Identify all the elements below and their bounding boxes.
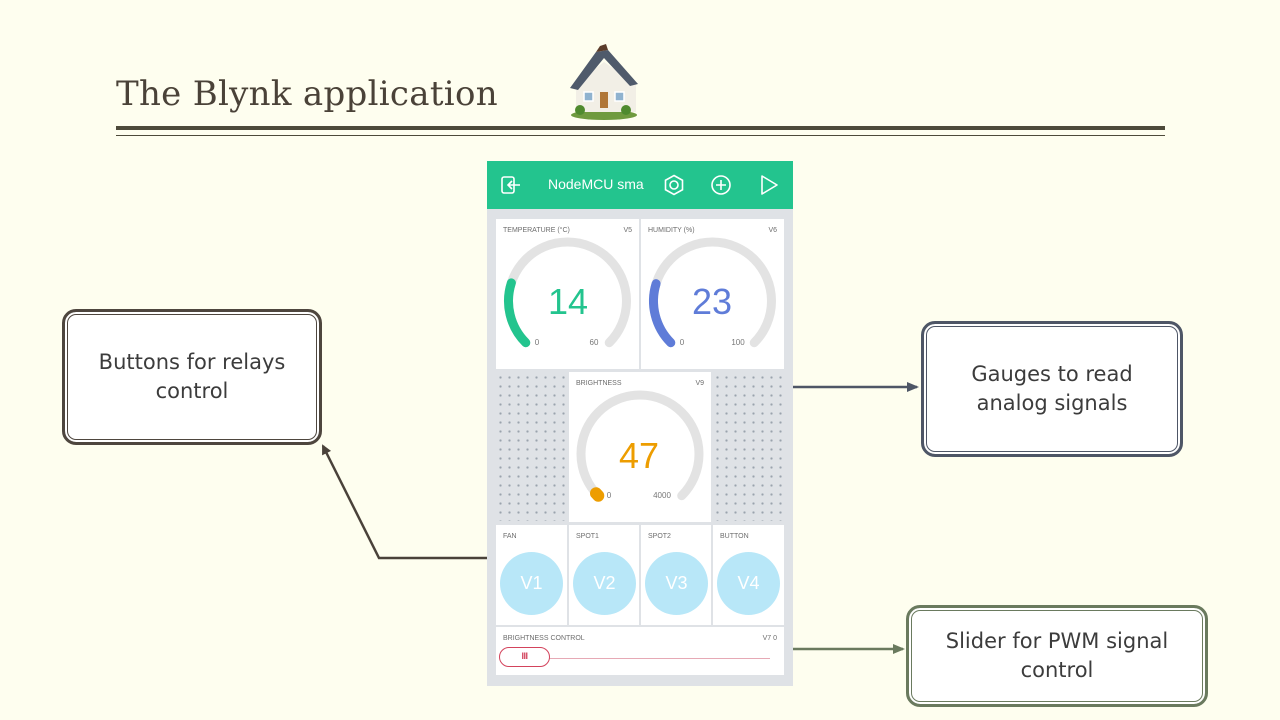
gauge-label: BRIGHTNESS bbox=[576, 380, 622, 387]
empty-grid-area bbox=[496, 373, 567, 521]
gauge-pin: V6 bbox=[768, 227, 777, 234]
add-widget-icon[interactable] bbox=[710, 174, 732, 196]
button-circle[interactable]: V4 bbox=[717, 552, 780, 615]
slider-value: 0 bbox=[773, 635, 777, 642]
title-rule bbox=[116, 126, 1165, 130]
gauge-pin: V5 bbox=[623, 227, 632, 234]
slider-handle[interactable]: III bbox=[499, 647, 550, 667]
spot1-button[interactable]: SPOT1 V2 bbox=[569, 525, 639, 625]
gauge-label: TEMPERATURE (°C) bbox=[503, 227, 570, 234]
button-circle[interactable]: V2 bbox=[573, 552, 636, 615]
empty-grid-area bbox=[713, 373, 784, 521]
gauge-max: 100 bbox=[731, 338, 745, 347]
brightness-gauge[interactable]: BRIGHTNESS V9 47 0 4000 bbox=[569, 372, 711, 522]
button-circle[interactable]: V3 bbox=[645, 552, 708, 615]
gauge-dial: 23 0 100 bbox=[649, 237, 776, 348]
buttons-callout: Buttons for relays control bbox=[62, 309, 322, 445]
gauge-max: 60 bbox=[590, 338, 599, 347]
button-circle[interactable]: V1 bbox=[500, 552, 563, 615]
gauge-min: 0 bbox=[680, 338, 685, 347]
callout-text: Buttons for relays control bbox=[98, 350, 286, 403]
blynk-phone-screen: NodeMCU smart home TEMPERATURE (°C) V5 1… bbox=[487, 161, 793, 686]
buttons-arrow bbox=[321, 444, 487, 560]
gauge-pin: V9 bbox=[695, 380, 704, 387]
fan-button[interactable]: FAN V1 bbox=[496, 525, 567, 625]
callout-text: Slider for PWM signal control bbox=[945, 629, 1169, 682]
app-bar: NodeMCU smart home bbox=[487, 161, 793, 209]
gauge-max: 4000 bbox=[653, 491, 671, 500]
gauge-value: 14 bbox=[548, 281, 588, 322]
slider-pin-value: V7 0 bbox=[763, 635, 777, 642]
gauge-min: 0 bbox=[607, 491, 612, 500]
house-icon bbox=[570, 44, 638, 120]
gauge-fill bbox=[649, 279, 676, 348]
slider-callout: Slider for PWM signal control bbox=[906, 605, 1208, 707]
gauge-fill bbox=[589, 487, 605, 502]
gauge-fill bbox=[504, 278, 531, 348]
gauge-value: 47 bbox=[619, 435, 659, 476]
slider-track[interactable] bbox=[500, 658, 770, 659]
spot2-button[interactable]: SPOT2 V3 bbox=[641, 525, 711, 625]
temperature-gauge[interactable]: TEMPERATURE (°C) V5 14 0 60 bbox=[496, 219, 639, 369]
gauge-track bbox=[576, 390, 704, 501]
gauge-label: HUMIDITY (%) bbox=[648, 227, 695, 234]
gauge-dial: 14 0 60 bbox=[504, 237, 631, 348]
callout-text: Gauges to read analog signals bbox=[971, 362, 1133, 415]
slider-pin: V7 bbox=[762, 635, 772, 642]
button-label: FAN bbox=[503, 533, 517, 540]
button-label: SPOT1 bbox=[576, 533, 599, 540]
gauge-dial: 47 0 4000 bbox=[576, 390, 704, 502]
slider-label: BRIGHTNESS CONTROL bbox=[503, 635, 585, 642]
gauge-min: 0 bbox=[535, 338, 540, 347]
project-title: NodeMCU smart home bbox=[548, 176, 644, 192]
slide-title: The Blynk application bbox=[116, 74, 498, 114]
humidity-gauge[interactable]: HUMIDITY (%) V6 23 0 100 bbox=[641, 219, 784, 369]
button-v4[interactable]: BUTTON V4 bbox=[713, 525, 784, 625]
button-label: SPOT2 bbox=[648, 533, 671, 540]
play-icon[interactable] bbox=[758, 174, 780, 196]
brightness-slider[interactable]: BRIGHTNESS CONTROL V7 0 III bbox=[496, 627, 784, 675]
exit-icon[interactable] bbox=[500, 174, 522, 196]
button-label: BUTTON bbox=[720, 533, 749, 540]
gauges-callout: Gauges to read analog signals bbox=[921, 321, 1183, 457]
settings-icon[interactable] bbox=[663, 174, 685, 196]
gauge-value: 23 bbox=[692, 281, 732, 322]
title-rule-thin bbox=[116, 135, 1165, 136]
